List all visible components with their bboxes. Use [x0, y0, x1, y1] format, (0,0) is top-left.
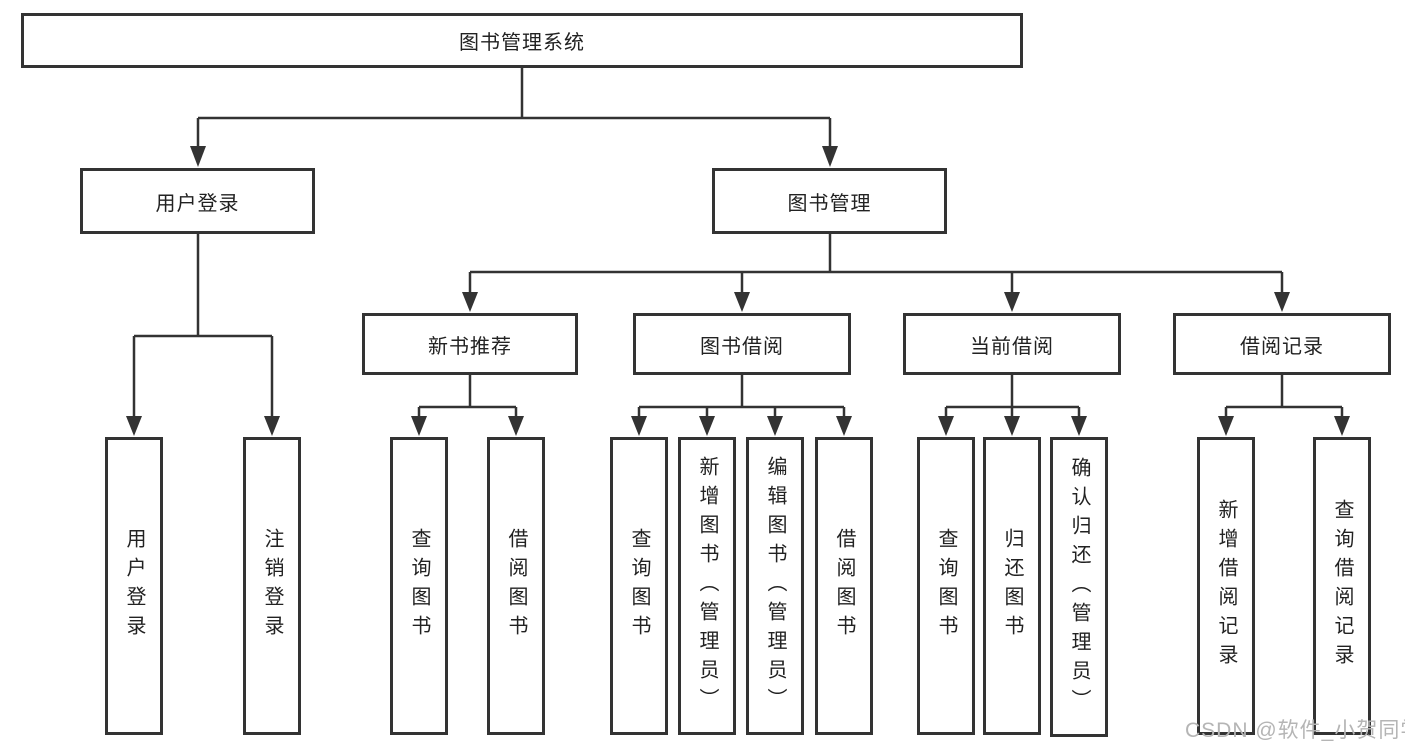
- leaf-recommend-query-books: 查询图书: [390, 437, 448, 735]
- node-current-borrow: 当前借阅: [903, 313, 1121, 375]
- leaf-return-books: 归还图书: [983, 437, 1041, 735]
- node-borrow-records: 借阅记录: [1173, 313, 1391, 375]
- leaf-add-borrow-record: 新增借阅记录: [1197, 437, 1255, 735]
- leaf-borrow-query-books: 查询图书: [610, 437, 668, 735]
- leaf-query-borrow-record: 查询借阅记录: [1313, 437, 1371, 735]
- leaf-current-query-books: 查询图书: [917, 437, 975, 735]
- leaf-add-books-admin: 新增图书（管理员）: [678, 437, 736, 735]
- leaf-borrow-books: 借阅图书: [815, 437, 873, 735]
- node-user-login: 用户登录: [80, 168, 315, 234]
- leaf-logout: 注销登录: [243, 437, 301, 735]
- leaf-edit-books-admin: 编辑图书（管理员）: [746, 437, 804, 735]
- node-book-management: 图书管理: [712, 168, 947, 234]
- watermark-text: CSDN @软件_小贺同学: [1185, 719, 1405, 742]
- node-book-borrow: 图书借阅: [633, 313, 851, 375]
- node-new-book-recommend: 新书推荐: [362, 313, 578, 375]
- leaf-recommend-borrow-books: 借阅图书: [487, 437, 545, 735]
- node-root-title: 图书管理系统: [21, 13, 1023, 68]
- leaf-confirm-return-admin: 确认归还（管理员）: [1050, 437, 1108, 737]
- leaf-user-login: 用户登录: [105, 437, 163, 735]
